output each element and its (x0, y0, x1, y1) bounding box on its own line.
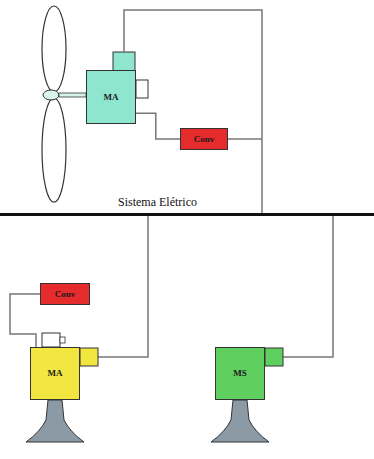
terminal-box (265, 348, 283, 366)
turbine-blade (42, 98, 66, 202)
turbine-blade (42, 6, 66, 92)
signal-wire (10, 294, 40, 347)
node-label: MS (233, 369, 247, 378)
power-wire (124, 10, 262, 215)
terminal-box (80, 348, 98, 366)
encoder (42, 333, 60, 347)
power-wire (283, 216, 333, 357)
converter-box: Conv (40, 283, 90, 305)
bus-label: Sistema Elétrico (116, 196, 199, 209)
node-label: Conv (194, 135, 215, 144)
turbine-hub (43, 90, 59, 100)
power-wire (98, 216, 148, 357)
node-label: MA (104, 93, 119, 102)
motor-box: MA (30, 347, 80, 400)
node-label: Conv (55, 290, 76, 299)
motor-box: MA (86, 70, 136, 124)
pedestal (26, 400, 84, 442)
pedestal (211, 400, 269, 442)
node-label: MA (48, 369, 63, 378)
electric-bus (0, 213, 374, 216)
converter-box: Conv (180, 128, 228, 150)
encoder (136, 80, 148, 98)
turbine-shaft (59, 93, 86, 97)
motor-box: MS (215, 347, 265, 400)
power-wire (228, 138, 262, 140)
encoder-knob (60, 337, 65, 343)
signal-wire (136, 113, 180, 139)
